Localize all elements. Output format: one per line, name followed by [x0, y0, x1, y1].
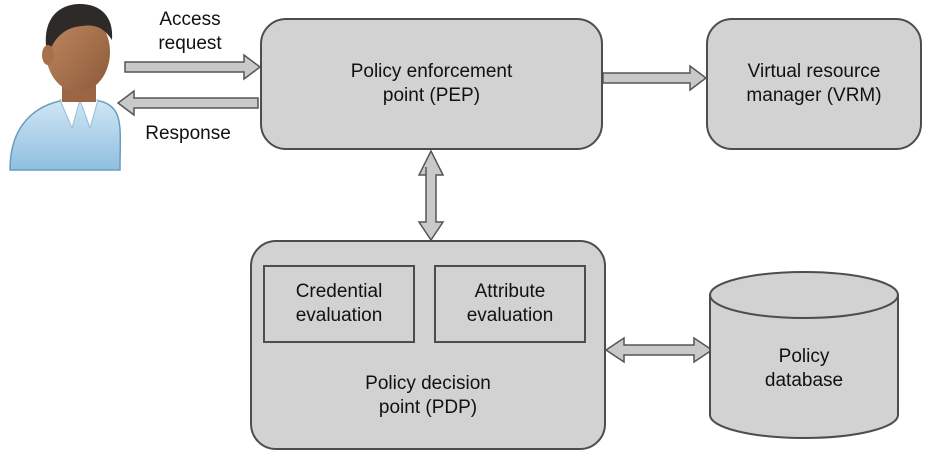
- access-request-label: Access request: [140, 8, 240, 56]
- pep-node: Policy enforcement point (PEP): [260, 18, 603, 150]
- attribute-label-line-2: evaluation: [466, 305, 554, 326]
- credential-label-line-1: Credential: [295, 281, 383, 302]
- response-arrow: [116, 89, 259, 117]
- pep-pdp-double-arrow: [417, 149, 445, 242]
- attribute-label-line-1: Attribute: [474, 281, 546, 302]
- policy-database-label: Policy database: [710, 345, 898, 393]
- pep-to-vrm-arrow: [602, 64, 708, 92]
- response-label: Response: [132, 122, 244, 146]
- response-label-line-1: Response: [145, 123, 231, 144]
- pdp-db-double-arrow: [604, 336, 714, 364]
- access-request-label-line-1: Access: [159, 9, 221, 30]
- pep-label-line-2: point (PEP): [382, 85, 481, 106]
- access-request-arrow: [124, 53, 262, 81]
- credential-label-line-2: evaluation: [295, 305, 383, 326]
- policy-db-label-line-1: Policy: [778, 346, 830, 367]
- policy-db-label-line-2: database: [764, 370, 844, 391]
- vrm-label-line-2: manager (VRM): [746, 85, 882, 106]
- attribute-evaluation-box: Attribute evaluation: [434, 265, 586, 343]
- pdp-label-line-2: point (PDP): [378, 397, 478, 418]
- access-request-label-line-2: request: [158, 33, 222, 54]
- vrm-label-line-1: Virtual resource: [747, 61, 881, 82]
- credential-evaluation-box: Credential evaluation: [263, 265, 415, 343]
- vrm-node: Virtual resource manager (VRM): [706, 18, 922, 150]
- pdp-label-line-1: Policy decision: [365, 373, 491, 394]
- pep-label-line-1: Policy enforcement: [350, 61, 513, 82]
